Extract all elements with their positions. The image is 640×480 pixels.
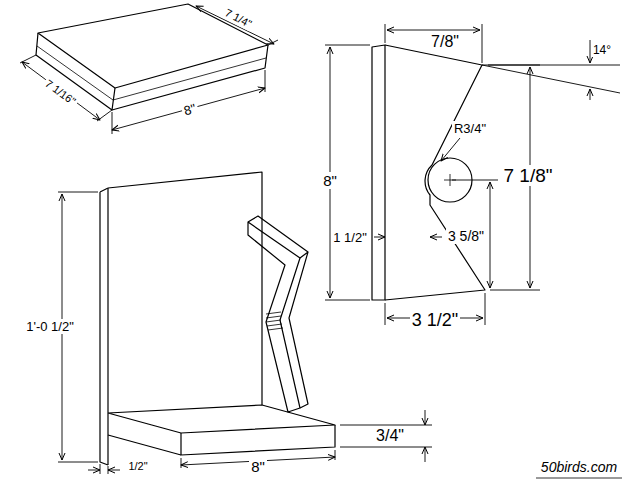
roof-board: [36, 4, 268, 110]
dimension-label: 3 5/8": [446, 228, 486, 244]
side-elevation: [372, 45, 485, 300]
dimension-label: 1/2": [126, 460, 149, 473]
dimension-label: 8": [180, 100, 199, 119]
elevation-dimensions: [325, 24, 620, 325]
dimension-label: 8": [321, 172, 339, 189]
dimension-label: 3/4": [374, 427, 406, 445]
dimension-label: 7 1/8": [501, 165, 554, 186]
dimension-label: 7/8": [429, 33, 461, 51]
dimension-label: 7 1/4": [221, 5, 256, 31]
dimension-label: 1 1/2": [331, 230, 369, 245]
floor-board: [108, 405, 335, 455]
dimension-label: 1'-0 1/2": [24, 319, 76, 334]
dimension-label: 3 1/2": [410, 310, 460, 330]
side-bracket: [248, 216, 308, 412]
watermark-underline: [536, 478, 622, 479]
dimension-label: 7 1/16": [41, 75, 80, 108]
back-plate: [100, 172, 262, 465]
dimension-label: 8": [249, 458, 267, 475]
watermark: 50birds.com: [539, 459, 619, 475]
angle-label: 14°: [591, 43, 613, 57]
assembly-dimensions: [58, 192, 432, 474]
radius-label: R3/4": [452, 121, 488, 136]
